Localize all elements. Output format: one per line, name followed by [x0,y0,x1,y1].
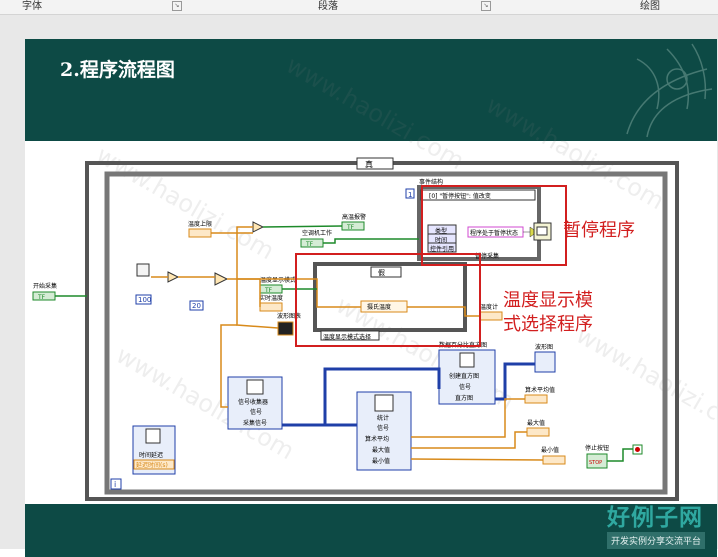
case-selector-label: 真 [365,159,373,169]
timeout-constant [405,188,415,199]
svg-text:信号: 信号 [459,383,471,391]
font-dialog-launcher-icon[interactable]: ↘ [172,1,182,11]
stop-button-label: 停止按钮 [585,444,609,452]
event-selector-label: [0] "暂停按钮": 值改变 [429,192,491,200]
thermometer-label: 温度计 [480,303,498,311]
event-type-label: 类型 [435,227,447,235]
svg-text:信号: 信号 [250,408,262,416]
temp-mode-callout-line2[interactable]: 式选择程序 [503,314,593,335]
pause-callout[interactable]: 暂停程序 [563,220,635,241]
svg-text:信号: 信号 [377,424,389,432]
statistics-node [356,391,412,471]
ribbon-group-labels: 字体 ↘ 段落 ↘ 绘图 [0,0,718,15]
signal-collector-icon [246,379,264,395]
ribbon-group-font[interactable]: 字体 [22,1,42,12]
add-node [214,272,229,286]
max-out-label: 最大值 [527,419,545,427]
waveform-graph-icon [534,351,556,373]
waveform-chart-label: 波形图表 [277,312,301,320]
svg-text:创建直方图: 创建直方图 [449,372,479,380]
svg-text:最小值: 最小值 [372,457,390,465]
labview-block-diagram: 真 i [0] "暂停按钮": 值改变 事件结构 1 类型 时间 控件引用 程序… [32,157,679,501]
slide-workspace: 2.程序流程图 www.haolizi.com www.haolizi.com … [0,15,718,557]
svg-text:延迟时间(s): 延迟时间(s) [136,461,168,469]
svg-text:100: 100 [138,296,151,304]
timeout-value: 1 [408,191,412,199]
histogram-icon [459,352,475,368]
mean-indicator [524,394,548,404]
const-20 [189,300,204,311]
svg-text:20: 20 [192,302,201,310]
temp-mode-callout-line1[interactable]: 温度显示模 [503,290,593,311]
multiply-node [167,271,180,283]
pause-collect-label: 暂停采集 [475,252,499,260]
svg-text:STOP: STOP [589,460,602,466]
high-alarm-label: 高温报警 [342,213,366,221]
sim-signal-icon [136,263,150,277]
thermometer-indicator [479,311,503,321]
paragraph-dialog-launcher-icon[interactable]: ↘ [481,1,491,11]
case-selector[interactable] [356,157,394,170]
hourglass-icon [145,428,161,444]
const-100 [135,294,152,305]
inner-case-selector-label: 假 [378,268,385,277]
statistics-icon [374,394,394,412]
celsius-label: 摄氏温度 [367,303,391,311]
ribbon-group-drawing[interactable]: 绘图 [640,1,660,12]
temp-mode-highlight-box [295,253,481,347]
ribbon-group-paragraph[interactable]: 段落 [318,1,338,12]
waveform-graph-label: 波形图 [535,343,553,351]
min-indicator [542,455,566,465]
display-mode-label: 温度显示模式 [260,276,296,284]
case-structure-inner [313,262,467,332]
event-time-label: 时间 [435,236,447,244]
svg-text:TF: TF [346,224,355,231]
start-collect-label: 开始采集 [33,282,57,290]
site-tagline: 开发实例分享交流平台 [606,532,705,549]
svg-text:最大值: 最大值 [372,446,390,454]
inner-case-selector[interactable] [370,266,402,278]
svg-text:TF: TF [305,241,314,248]
realtime-temp-label: 实时温度 [259,294,283,302]
event-ctrlref-label: 控件引用 [430,245,454,253]
min-out-label: 最小值 [541,446,559,454]
event-structure-label: 事件结构 [419,178,443,186]
svg-text:时间延迟: 时间延迟 [139,451,163,459]
slide-footer-band: 好例子网 开发实例分享交流平台 [25,504,717,557]
mean-out-label: 算术平均值 [525,386,555,394]
compare-node [252,221,265,233]
slide-canvas[interactable]: 2.程序流程图 www.haolizi.com www.haolizi.com … [25,39,717,557]
mode-select-label: 温度显示模式选择 [323,333,371,341]
temp-upper-label: 温度上限 [188,220,212,228]
site-logo: 好例子网 [607,504,703,531]
max-indicator [526,427,550,437]
pause-highlight-box [421,185,567,266]
svg-text:直方图: 直方图 [455,394,473,402]
temp-upper-terminal[interactable] [188,228,212,238]
realtime-temp-indicator [259,302,283,312]
svg-text:信号收集器: 信号收集器 [238,398,268,406]
ac-work-label: 空调机工作 [302,229,332,237]
slide-header-band: 2.程序流程图 [25,39,717,141]
svg-text:统计: 统计 [377,414,389,422]
while-loop [104,171,668,495]
waveform-chart-icon [277,321,294,336]
pause-state-text: 程序处于暂停状态 [470,229,518,237]
svg-text:算术平均: 算术平均 [365,435,389,443]
svg-text:采集信号: 采集信号 [243,419,267,427]
loop-iteration-terminal [110,478,122,490]
iteration-label: i [114,480,116,489]
slide-title[interactable]: 2.程序流程图 [60,59,175,81]
ornament-icon [626,43,713,138]
svg-text:TF: TF [37,294,46,301]
svg-text:TF: TF [264,287,273,294]
